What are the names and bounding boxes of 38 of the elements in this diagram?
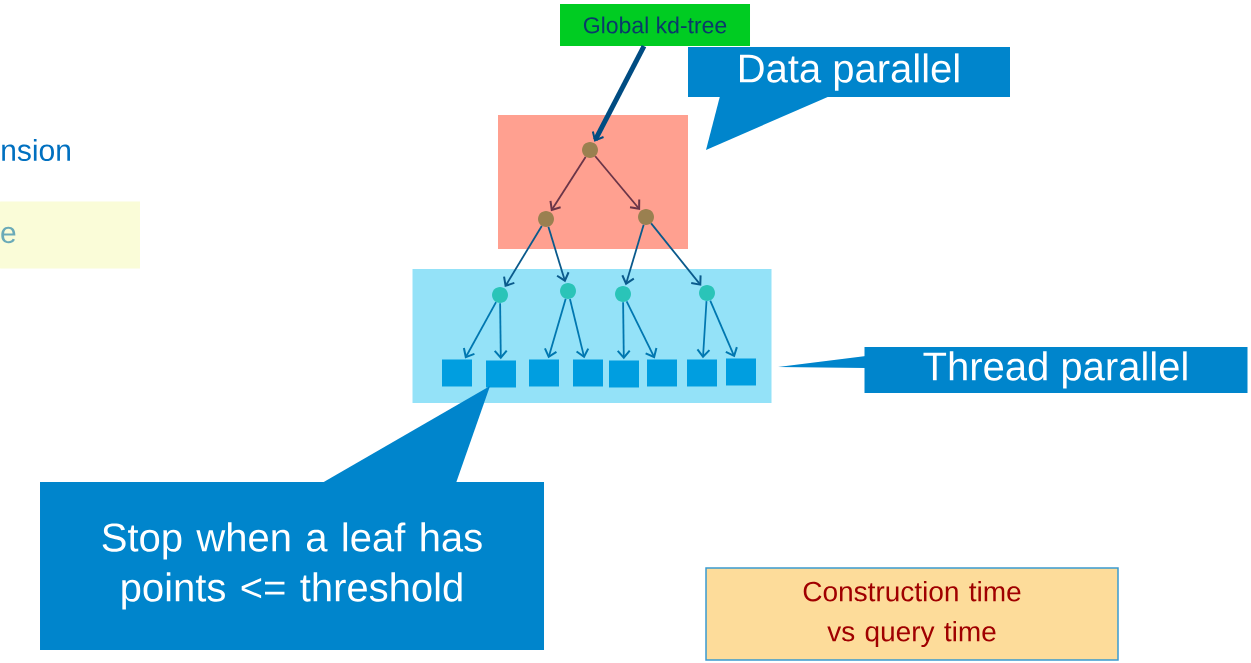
arrow — [591, 45, 647, 142]
leaf-square — [573, 359, 603, 387]
tree-node — [615, 286, 631, 302]
arrow — [650, 222, 702, 286]
arrow — [543, 297, 567, 359]
arrow — [696, 300, 711, 359]
note-box: e — [0, 201, 140, 269]
tree-node — [638, 209, 654, 225]
callout-box: Data parallel — [688, 47, 1010, 150]
leaf-square — [647, 359, 677, 387]
arrow — [621, 223, 645, 286]
arrow — [462, 301, 497, 359]
tree-node — [538, 211, 554, 227]
arrow — [569, 298, 590, 359]
arrow — [594, 155, 641, 210]
arrow — [547, 225, 570, 283]
heading-fragment: nsion — [2, 138, 70, 161]
arrow — [616, 301, 631, 360]
arrow — [625, 300, 658, 359]
region-box — [498, 115, 688, 249]
tree-node — [582, 142, 598, 158]
leaf-square — [609, 360, 639, 388]
leaf-square — [529, 359, 559, 387]
leaf-square — [442, 359, 472, 387]
leaf-square — [687, 359, 717, 387]
leaf-square — [726, 358, 756, 386]
tree-node — [560, 283, 576, 299]
arrow — [503, 225, 543, 288]
callout-box: Thread parallel — [778, 347, 1248, 393]
arrow — [493, 302, 508, 360]
tree-node — [492, 287, 508, 303]
leaf-square — [486, 360, 516, 388]
arrow — [549, 156, 587, 212]
tree-node — [699, 285, 715, 301]
tree-label: Global kd-tree — [560, 4, 750, 46]
note-box: Construction time vs query time — [705, 567, 1119, 661]
callout-box: Stop when a leaf has points <= threshold — [40, 386, 544, 650]
arrow — [709, 299, 738, 358]
